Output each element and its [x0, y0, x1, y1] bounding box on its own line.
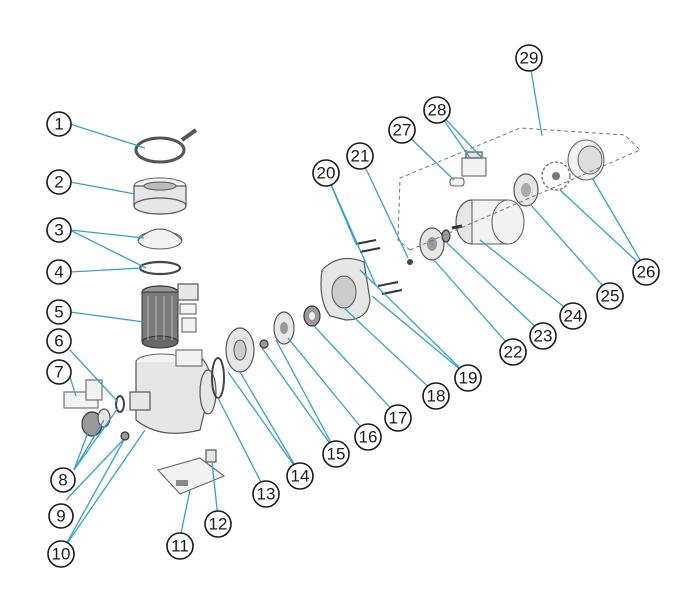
callout-8: 8	[50, 467, 76, 493]
svg-text:1: 1	[54, 115, 63, 134]
svg-text:14: 14	[291, 467, 310, 486]
callout-22: 22	[499, 338, 527, 366]
callout-19: 19	[454, 364, 482, 392]
callout-26: 26	[632, 258, 660, 286]
callout-14: 14	[286, 462, 314, 490]
svg-text:11: 11	[171, 537, 189, 556]
callout-4: 4	[46, 259, 72, 285]
svg-text:4: 4	[54, 263, 63, 282]
callout-28: 28	[423, 96, 451, 124]
part-base	[156, 457, 226, 495]
svg-text:22: 22	[504, 343, 523, 362]
part-bolts	[355, 239, 403, 295]
callout-9: 9	[48, 503, 74, 529]
part-motor	[451, 199, 525, 245]
svg-text:27: 27	[393, 121, 412, 140]
svg-text:16: 16	[359, 428, 378, 447]
callout-5: 5	[46, 299, 72, 325]
callout-15: 15	[322, 440, 350, 468]
callout-10: 10	[47, 540, 75, 568]
svg-text:2: 2	[54, 173, 63, 192]
svg-text:26: 26	[637, 263, 656, 282]
svg-text:9: 9	[56, 507, 65, 526]
callout-17: 17	[384, 404, 412, 432]
part-washer	[407, 259, 413, 265]
leader-lines	[63, 57, 647, 549]
part-small-seal	[259, 339, 269, 349]
svg-text:25: 25	[601, 287, 620, 306]
parts-layer	[63, 127, 641, 495]
callout-1: 1	[46, 111, 72, 137]
svg-text:15: 15	[327, 445, 346, 464]
part-clip	[205, 449, 217, 463]
callout-18: 18	[422, 382, 450, 410]
part-seal-plate	[320, 257, 371, 321]
callout-29: 29	[515, 44, 543, 72]
callout-25: 25	[596, 282, 624, 310]
part-union-fittings	[177, 283, 199, 333]
callout-21: 21	[346, 142, 374, 170]
svg-text:8: 8	[58, 471, 67, 490]
part-strainer-basket	[141, 285, 179, 349]
svg-text:17: 17	[389, 409, 408, 428]
part-mechanical-seal	[303, 305, 321, 327]
callout-23: 23	[529, 322, 557, 350]
svg-text:24: 24	[564, 307, 583, 326]
svg-text:20: 20	[317, 164, 336, 183]
svg-text:3: 3	[54, 221, 63, 240]
part-lid-ring-handle	[134, 128, 198, 164]
part-motor-flange	[419, 227, 445, 261]
part-drain-plug	[120, 431, 130, 441]
svg-text:19: 19	[459, 369, 478, 388]
callout-2: 2	[46, 169, 72, 195]
callout-20: 20	[312, 159, 340, 187]
callout-6: 6	[46, 328, 72, 354]
part-lid	[137, 228, 183, 250]
svg-text:5: 5	[54, 303, 63, 322]
svg-text:18: 18	[427, 387, 446, 406]
callout-13: 13	[252, 480, 280, 508]
svg-text:6: 6	[54, 332, 63, 351]
callout-7: 7	[46, 359, 72, 385]
svg-text:28: 28	[428, 101, 447, 120]
callout-24: 24	[559, 302, 587, 330]
part-end-bell	[513, 173, 539, 207]
part-fan	[541, 161, 571, 191]
svg-text:21: 21	[351, 147, 370, 166]
svg-text:7: 7	[54, 363, 63, 382]
part-diffuser	[225, 327, 255, 373]
part-union-oring	[115, 395, 125, 413]
svg-text:23: 23	[534, 327, 553, 346]
part-pipe-elbow	[63, 379, 103, 409]
callout-3: 3	[46, 217, 72, 243]
svg-text:12: 12	[209, 515, 228, 534]
svg-text:10: 10	[52, 545, 71, 564]
callout-16: 16	[354, 423, 382, 451]
part-pump-housing	[129, 349, 217, 434]
part-capacitor	[449, 177, 465, 187]
svg-text:29: 29	[520, 49, 539, 68]
part-impeller	[273, 311, 295, 345]
part-lock-ring	[133, 177, 187, 215]
part-terminal-box	[461, 151, 487, 177]
motor-assembly-outline	[397, 127, 641, 251]
part-union-nut	[81, 408, 111, 437]
svg-text:13: 13	[257, 485, 276, 504]
callout-12: 12	[204, 510, 232, 538]
callout-11: 11	[166, 532, 194, 560]
part-fan-cover	[567, 139, 605, 181]
callout-27: 27	[388, 116, 416, 144]
